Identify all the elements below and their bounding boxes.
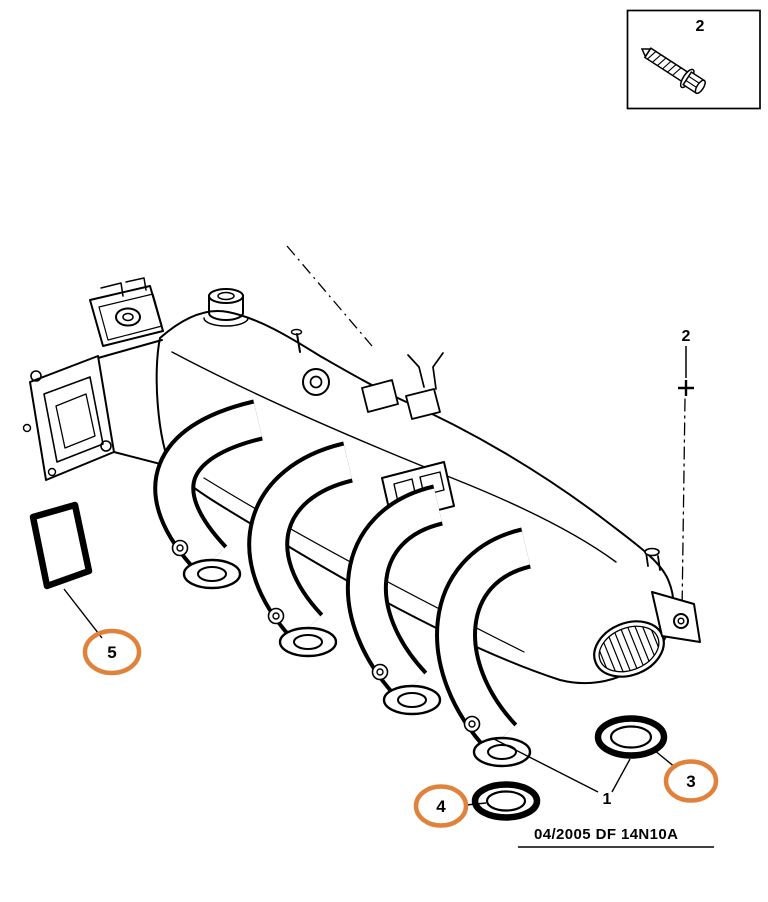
leader-lines bbox=[63, 346, 694, 806]
caption-block: 04/2005 DF 14N10A bbox=[518, 826, 714, 848]
mid-brackets bbox=[361, 352, 444, 420]
cap-port bbox=[203, 288, 249, 327]
callout-5[interactable]: 5 bbox=[82, 628, 142, 676]
diagram-caption: 04/2005 DF 14N10A bbox=[534, 826, 678, 843]
leader-5 bbox=[63, 588, 103, 639]
callout-3-label: 3 bbox=[686, 772, 695, 791]
callout-4-circle[interactable] bbox=[413, 784, 469, 828]
seal-ring-4 bbox=[471, 781, 541, 821]
leader-1a bbox=[491, 737, 599, 793]
runner-3 bbox=[346, 484, 444, 716]
bolt-bracket bbox=[644, 547, 701, 643]
seal-ring-3 bbox=[594, 715, 668, 759]
throttle-flange bbox=[22, 339, 177, 481]
bolt-detail-box: 2 bbox=[626, 9, 761, 110]
mount-boss bbox=[290, 328, 330, 396]
callout-3-circle[interactable] bbox=[663, 759, 719, 803]
flange-bolt-bosses bbox=[171, 539, 481, 733]
axis-lines bbox=[286, 245, 373, 347]
axis-line-top bbox=[286, 245, 373, 347]
callout-4[interactable]: 4 bbox=[413, 784, 469, 828]
top-left-bracket bbox=[89, 277, 164, 347]
axis-line-bolt bbox=[681, 398, 686, 613]
bolt-icon bbox=[640, 47, 706, 95]
leader-4 bbox=[465, 802, 487, 806]
callout-3[interactable]: 3 bbox=[663, 759, 719, 803]
callout-5-label: 5 bbox=[107, 643, 116, 662]
callout-2-label: 2 bbox=[682, 328, 691, 345]
detail-box-label: 2 bbox=[696, 18, 705, 35]
bolt-cross-mark bbox=[678, 380, 694, 396]
runner-2 bbox=[247, 441, 354, 658]
manifold-drawing bbox=[22, 277, 701, 768]
runner-1 bbox=[153, 399, 264, 590]
callout-5-circle[interactable] bbox=[82, 628, 142, 676]
leader-3 bbox=[653, 749, 677, 769]
leader-1b bbox=[611, 758, 631, 793]
callout-1-label: 1 bbox=[603, 791, 612, 808]
runner-4 bbox=[435, 527, 532, 768]
gasket-part bbox=[29, 501, 93, 590]
callout-4-label: 4 bbox=[436, 797, 446, 816]
